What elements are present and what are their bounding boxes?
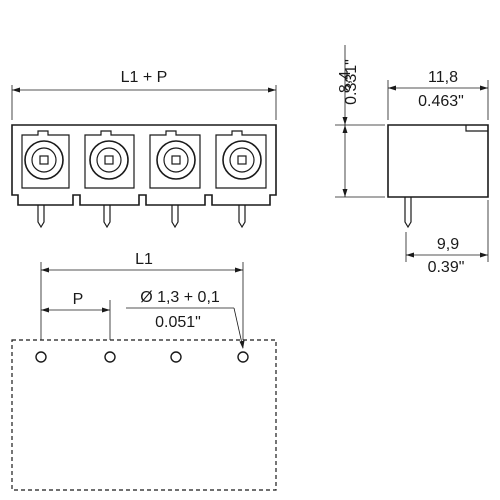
length-l1-dimension: L1 — [40, 251, 244, 340]
overall-width-dimension: L1 + P — [11, 69, 277, 120]
pcb-hole-3 — [170, 351, 182, 363]
pcb-layout: L1 P Ø 1,3 + 0,1 0.051" — [11, 251, 277, 491]
side-housing — [387, 124, 489, 198]
terminal-pole-1 — [21, 130, 70, 189]
depth-in-label: 0.463" — [418, 93, 464, 110]
overall-width-label: L1 + P — [121, 69, 168, 86]
hole-diameter-callout: Ø 1,3 + 0,1 0.051" — [126, 289, 245, 349]
terminal-pole-2 — [84, 130, 135, 189]
connector-housing — [11, 124, 277, 206]
pin-offset-in-label: 0.39" — [428, 259, 465, 276]
hole-dia-mm-label: Ø 1,3 + 0,1 — [140, 289, 220, 306]
pcb-outline — [11, 339, 277, 491]
side-housing-step — [465, 125, 488, 132]
height-in-label: 0.331" — [343, 59, 360, 105]
pitch-label: P — [73, 291, 84, 308]
pcb-hole-4 — [237, 351, 249, 363]
solder-pin-3 — [171, 205, 179, 229]
side-view: 8,4 0.331" 11,8 0.463" 9,9 0.39" — [335, 45, 489, 276]
depth-dimension: 11,8 0.463" — [387, 69, 489, 120]
solder-pin-4 — [238, 205, 246, 229]
length-l1-label: L1 — [135, 251, 153, 268]
depth-mm-label: 11,8 — [428, 69, 458, 86]
height-dimension: 8,4 0.331" — [335, 45, 385, 198]
pcb-hole-2 — [104, 351, 116, 363]
pcb-hole-1 — [35, 351, 47, 363]
side-solder-pin — [404, 197, 412, 229]
terminal-pole-4 — [215, 130, 267, 189]
terminal-pole-3 — [149, 130, 201, 189]
pitch-dimension: P — [41, 291, 111, 340]
height-mm-label: 8,4 — [337, 71, 354, 93]
pin-offset-mm-label: 9,9 — [437, 236, 459, 253]
solder-pin-1 — [37, 205, 45, 229]
front-view: L1 + P — [11, 69, 277, 229]
hole-dia-in-label: 0.051" — [155, 314, 201, 331]
solder-pin-2 — [103, 205, 111, 229]
pin-offset-dimension: 9,9 0.39" — [405, 200, 489, 276]
